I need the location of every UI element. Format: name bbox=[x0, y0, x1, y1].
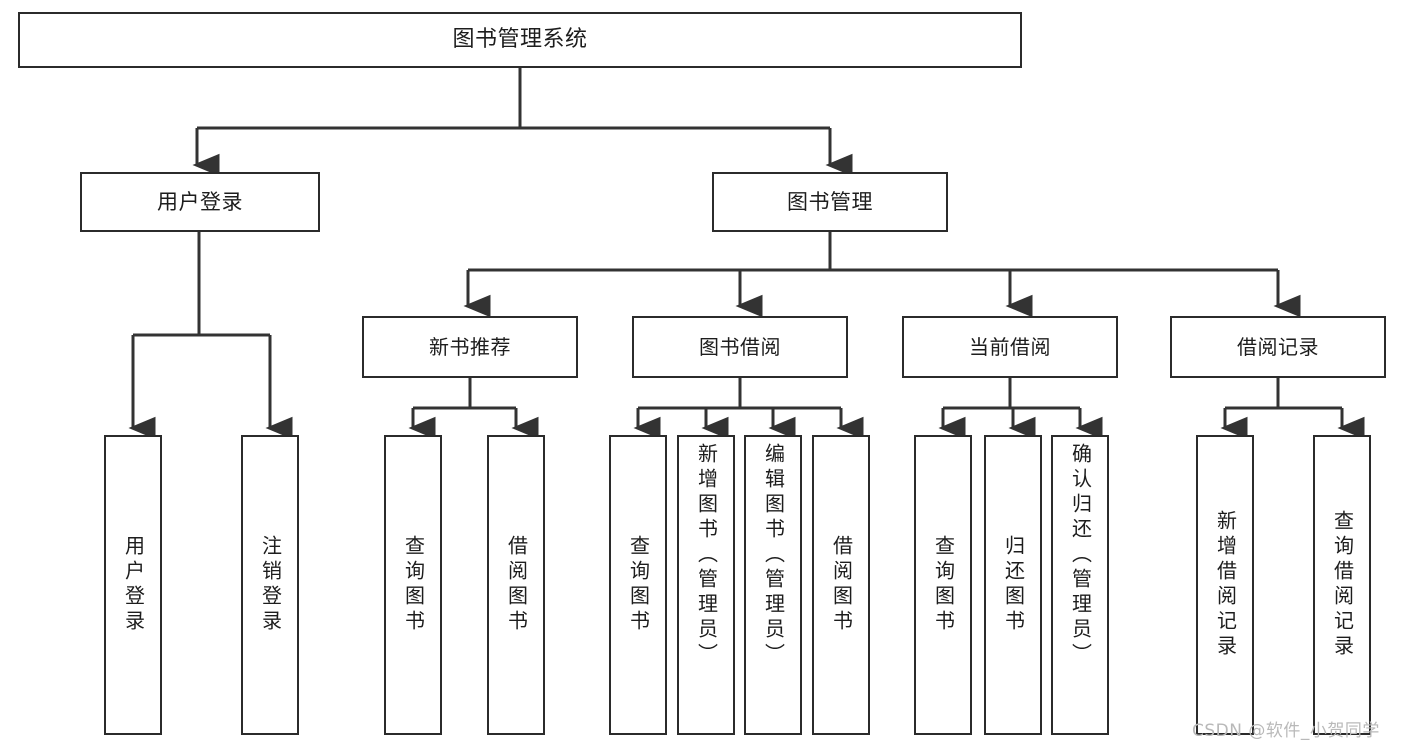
node-label: 编辑图书（管理员） bbox=[761, 443, 786, 668]
leaf-user-login-logout[interactable]: 注销登录 bbox=[241, 435, 299, 735]
leaf-current-confirm-return-admin[interactable]: 确认归还（管理员） bbox=[1051, 435, 1109, 735]
node-label: 注销登录 bbox=[258, 535, 283, 635]
leaf-current-query-book[interactable]: 查询图书 bbox=[914, 435, 972, 735]
node-label: 借阅记录 bbox=[1237, 334, 1319, 359]
node-label: 确认归还（管理员） bbox=[1068, 443, 1093, 668]
node-user-login[interactable]: 用户登录 bbox=[80, 172, 320, 232]
leaf-current-return-book[interactable]: 归还图书 bbox=[984, 435, 1042, 735]
node-current-borrow[interactable]: 当前借阅 bbox=[902, 316, 1118, 378]
leaf-borrow-query-book[interactable]: 查询图书 bbox=[609, 435, 667, 735]
node-label: 归还图书 bbox=[1001, 535, 1026, 635]
leaf-borrow-add-book-admin[interactable]: 新增图书（管理员） bbox=[677, 435, 735, 735]
leaf-user-login-login[interactable]: 用户登录 bbox=[104, 435, 162, 735]
node-label: 查询图书 bbox=[931, 535, 956, 635]
node-label: 借阅图书 bbox=[504, 535, 529, 635]
node-label: 用户登录 bbox=[157, 189, 243, 214]
watermark-text: CSDN @软件_小贺同学 bbox=[1192, 721, 1380, 741]
node-label: 用户登录 bbox=[121, 535, 146, 635]
node-label: 新书推荐 bbox=[429, 334, 511, 359]
node-root-system[interactable]: 图书管理系统 bbox=[18, 12, 1022, 68]
leaf-record-add-record[interactable]: 新增借阅记录 bbox=[1196, 435, 1254, 735]
node-label: 图书管理系统 bbox=[452, 27, 588, 53]
leaf-record-query-record[interactable]: 查询借阅记录 bbox=[1313, 435, 1371, 735]
node-new-book-recommend[interactable]: 新书推荐 bbox=[362, 316, 578, 378]
node-label: 图书管理 bbox=[787, 189, 873, 214]
node-borrow-record[interactable]: 借阅记录 bbox=[1170, 316, 1386, 378]
node-label: 图书借阅 bbox=[699, 334, 781, 359]
node-book-borrow[interactable]: 图书借阅 bbox=[632, 316, 848, 378]
leaf-recommend-borrow-book[interactable]: 借阅图书 bbox=[487, 435, 545, 735]
node-book-management[interactable]: 图书管理 bbox=[712, 172, 948, 232]
node-label: 查询图书 bbox=[626, 535, 651, 635]
node-label: 新增借阅记录 bbox=[1213, 510, 1238, 660]
node-label: 查询借阅记录 bbox=[1330, 510, 1355, 660]
node-label: 查询图书 bbox=[401, 535, 426, 635]
leaf-borrow-edit-book-admin[interactable]: 编辑图书（管理员） bbox=[744, 435, 802, 735]
node-label: 借阅图书 bbox=[829, 535, 854, 635]
node-label: 新增图书（管理员） bbox=[694, 443, 719, 668]
leaf-borrow-borrow-book[interactable]: 借阅图书 bbox=[812, 435, 870, 735]
node-label: 当前借阅 bbox=[969, 334, 1051, 359]
leaf-recommend-query-book[interactable]: 查询图书 bbox=[384, 435, 442, 735]
